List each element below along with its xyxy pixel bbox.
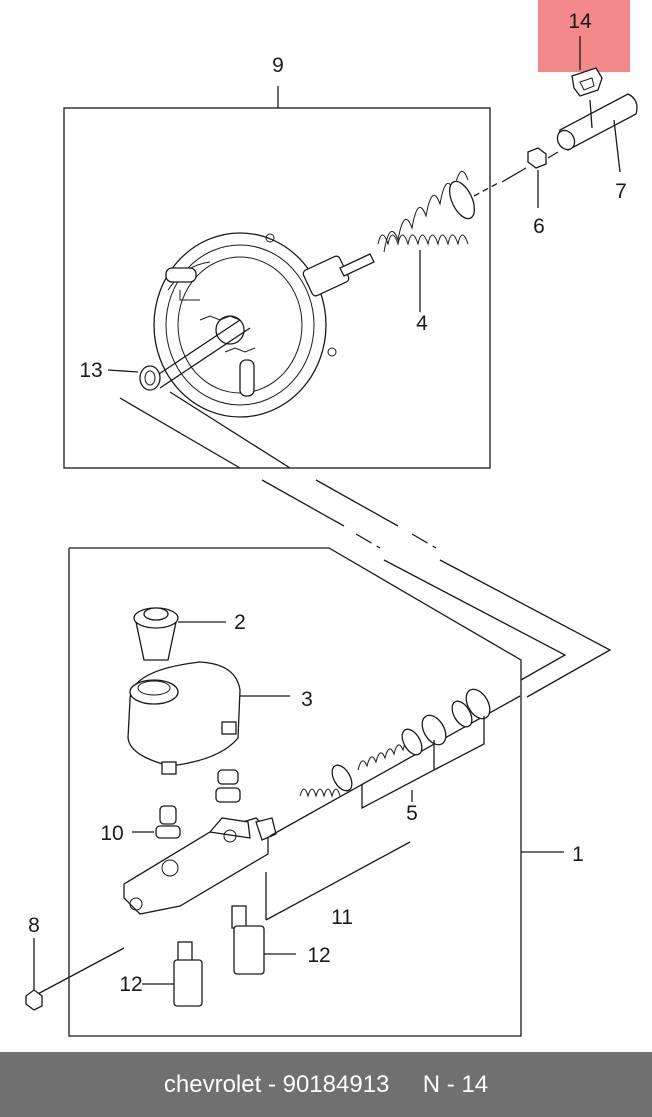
callout-8: 8 bbox=[28, 914, 40, 937]
spring-4 bbox=[377, 170, 501, 312]
callout-5: 5 bbox=[406, 802, 418, 825]
callout-7: 7 bbox=[615, 180, 627, 203]
callout-3: 3 bbox=[301, 688, 313, 711]
parts-diagram: 14 9 7 6 4 13 2 3 5 10 1 11 8 12 12 bbox=[25, 0, 638, 1037]
fitting-12-left bbox=[142, 941, 203, 1007]
callout-11: 11 bbox=[331, 906, 353, 929]
booster-frame bbox=[63, 107, 491, 469]
highlight-box-14 bbox=[538, 0, 630, 72]
seal-13 bbox=[107, 365, 161, 391]
callout-9: 9 bbox=[272, 54, 284, 77]
master-cylinder-frame bbox=[68, 547, 522, 1037]
piston-assembly-5 bbox=[299, 688, 491, 810]
master-cylinder-body-11 bbox=[33, 695, 521, 997]
callout-14: 14 bbox=[568, 10, 592, 33]
footer-spacer bbox=[389, 1071, 422, 1099]
reservoir-3 bbox=[127, 661, 290, 775]
callout-13: 13 bbox=[79, 359, 102, 382]
grommet-10 bbox=[132, 769, 241, 839]
callout-12-left: 12 bbox=[119, 973, 142, 996]
callout-6: 6 bbox=[533, 215, 545, 238]
callout-12-right: 12 bbox=[307, 944, 330, 967]
callout-2: 2 bbox=[234, 611, 246, 634]
callout-1: 1 bbox=[572, 843, 584, 866]
footer-ref: N - 14 bbox=[422, 1070, 489, 1098]
nut-6 bbox=[501, 147, 547, 208]
clip-14 bbox=[571, 36, 603, 129]
brake-booster bbox=[149, 232, 375, 418]
footer-separator: - bbox=[261, 1070, 283, 1098]
fitting-12-right bbox=[231, 905, 296, 975]
connector-lines bbox=[119, 391, 612, 698]
footer-part-number: 90184913 bbox=[282, 1070, 390, 1098]
callout-4: 4 bbox=[416, 312, 428, 335]
push-rod-7 bbox=[547, 93, 638, 173]
reservoir-cap-2 bbox=[133, 607, 226, 661]
nut-8 bbox=[25, 938, 43, 1011]
footer-bar: chevrolet - 90184913 N - 14 bbox=[0, 1052, 652, 1117]
footer-brand: chevrolet bbox=[163, 1070, 262, 1098]
callout-10: 10 bbox=[100, 822, 123, 845]
